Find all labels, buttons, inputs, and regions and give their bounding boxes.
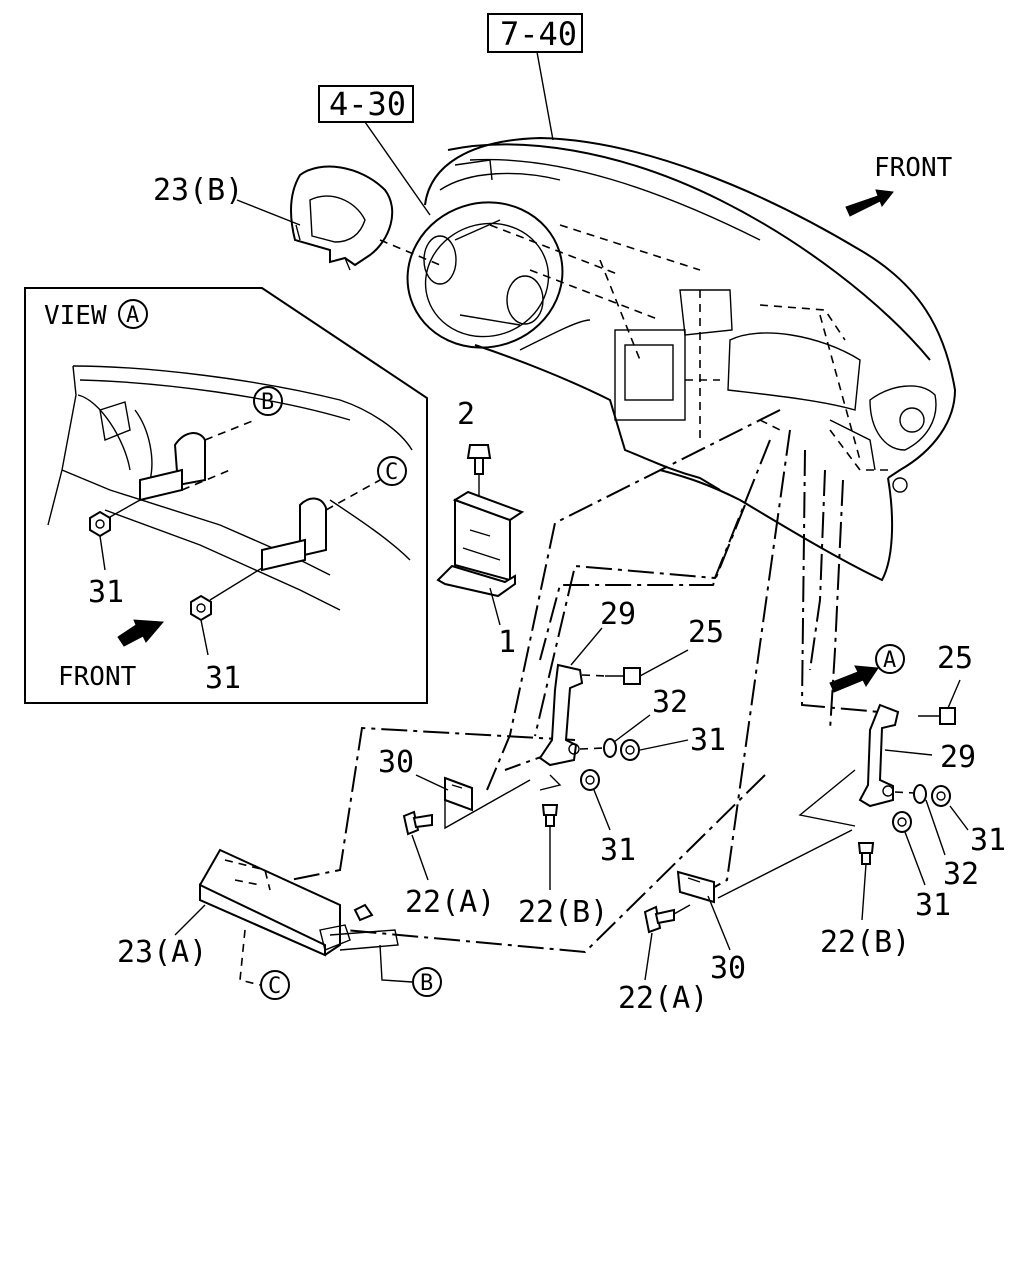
view-letter: A xyxy=(126,303,139,328)
bracket-30-left[interactable] xyxy=(444,776,473,812)
reference-4-30[interactable]: 4-30 xyxy=(318,85,414,123)
passenger-airbag-module[interactable] xyxy=(199,848,399,957)
part-label-22b[interactable]: 22(B) xyxy=(518,895,608,930)
part-label-31[interactable]: 31 xyxy=(970,823,1006,858)
bolt-22a-icon[interactable] xyxy=(402,810,433,836)
nut-31-icon[interactable] xyxy=(89,510,111,538)
bolt-22b-icon[interactable] xyxy=(541,804,559,827)
part-label-1[interactable]: 1 xyxy=(498,625,516,660)
washer-32-icon[interactable] xyxy=(913,784,927,804)
callout-a[interactable]: A xyxy=(883,648,896,673)
svg-text:7-40: 7-40 xyxy=(500,15,577,53)
part-label-25[interactable]: 25 xyxy=(937,641,973,676)
arrow-a-icon xyxy=(829,665,879,693)
part-label-31[interactable]: 31 xyxy=(205,661,241,696)
module-callout-c[interactable]: C xyxy=(268,974,281,999)
view-a-inset: VIEW A B C 31 31 F xyxy=(24,287,428,704)
part-label-31[interactable]: 31 xyxy=(690,723,726,758)
bolt-2-icon[interactable] xyxy=(466,444,492,475)
svg-text:4-30: 4-30 xyxy=(329,85,406,123)
inset-callout-b: B xyxy=(261,390,274,415)
front-arrow-icon xyxy=(845,189,894,217)
bolt-22a-icon[interactable] xyxy=(643,905,675,934)
part-label-29[interactable]: 29 xyxy=(940,740,976,775)
front-label: FRONT xyxy=(874,153,953,183)
nut-31-icon[interactable] xyxy=(580,769,600,791)
bracket-29-left[interactable] xyxy=(538,663,584,767)
part-label-31[interactable]: 31 xyxy=(88,575,124,610)
part-label-2[interactable]: 2 xyxy=(457,397,475,432)
screw-25-icon[interactable] xyxy=(918,707,956,725)
screw-25-icon[interactable] xyxy=(605,667,641,685)
sensor-unit-1[interactable] xyxy=(436,490,525,598)
view-callout-circle xyxy=(118,299,148,329)
part-label-25[interactable]: 25 xyxy=(688,615,724,650)
part-label-31[interactable]: 31 xyxy=(915,888,951,923)
part-label-32[interactable]: 32 xyxy=(652,685,688,720)
front-label: FRONT xyxy=(58,662,137,692)
bolt-22b-icon[interactable] xyxy=(857,842,875,865)
part-label-32[interactable]: 32 xyxy=(943,857,979,892)
part-label-30[interactable]: 30 xyxy=(710,951,746,986)
washer-32-icon[interactable] xyxy=(603,738,617,758)
part-label-22a[interactable]: 22(A) xyxy=(618,981,708,1016)
instrument-panel xyxy=(406,136,957,582)
part-label-23a[interactable]: 23(A) xyxy=(117,935,207,970)
part-label-31[interactable]: 31 xyxy=(600,833,636,868)
bracket-30-right[interactable] xyxy=(676,870,715,904)
view-title: VIEW xyxy=(44,301,107,331)
part-label-22b[interactable]: 22(B) xyxy=(820,925,910,960)
module-callout-b[interactable]: B xyxy=(420,971,433,996)
bracket-29-right[interactable] xyxy=(858,703,900,808)
nut-31-icon[interactable] xyxy=(190,594,212,622)
nut-31-icon[interactable] xyxy=(892,811,912,833)
part-label-22a[interactable]: 22(A) xyxy=(405,885,495,920)
nut-31-icon[interactable] xyxy=(620,739,640,761)
part-label-23b[interactable]: 23(B) xyxy=(153,173,243,208)
nut-31-icon[interactable] xyxy=(931,785,951,807)
part-label-30[interactable]: 30 xyxy=(378,745,414,780)
inset-callout-c: C xyxy=(385,460,398,485)
part-label-29[interactable]: 29 xyxy=(600,597,636,632)
steering-pad-part[interactable] xyxy=(290,165,394,271)
front-arrow-icon xyxy=(117,619,165,647)
reference-7-40[interactable]: 7-40 xyxy=(487,13,583,53)
